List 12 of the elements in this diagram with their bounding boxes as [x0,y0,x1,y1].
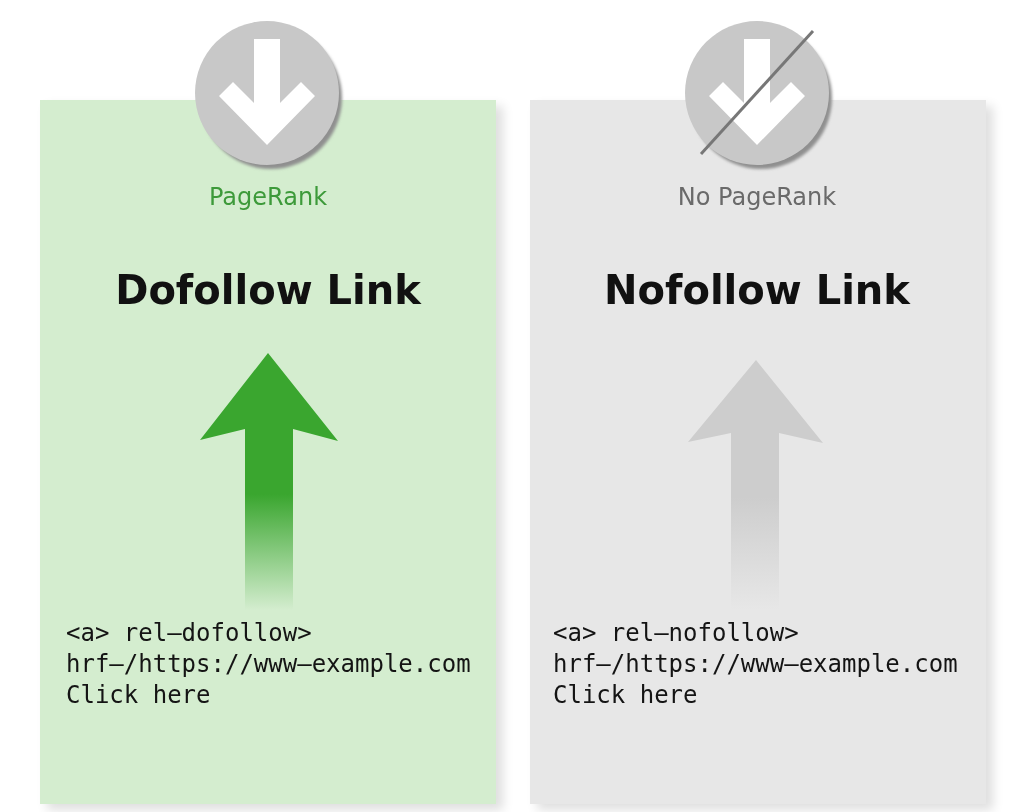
code-line: hrf—/https://www—example.com [66,649,471,679]
code-line: Click here [66,680,211,710]
subtitle: No PageRank [677,183,837,211]
heading: Nofollow Link [604,266,910,314]
code-line: hrf—/https://www—example.com [553,649,958,679]
code-line: <a> rel—dofollow> [66,618,312,648]
code-line: Click here [553,680,698,710]
heading: Dofollow Link [115,266,421,314]
panel [40,100,496,804]
subtitle: PageRank [208,183,328,211]
code-line: <a> rel—nofollow> [553,618,799,648]
panel [530,100,986,804]
